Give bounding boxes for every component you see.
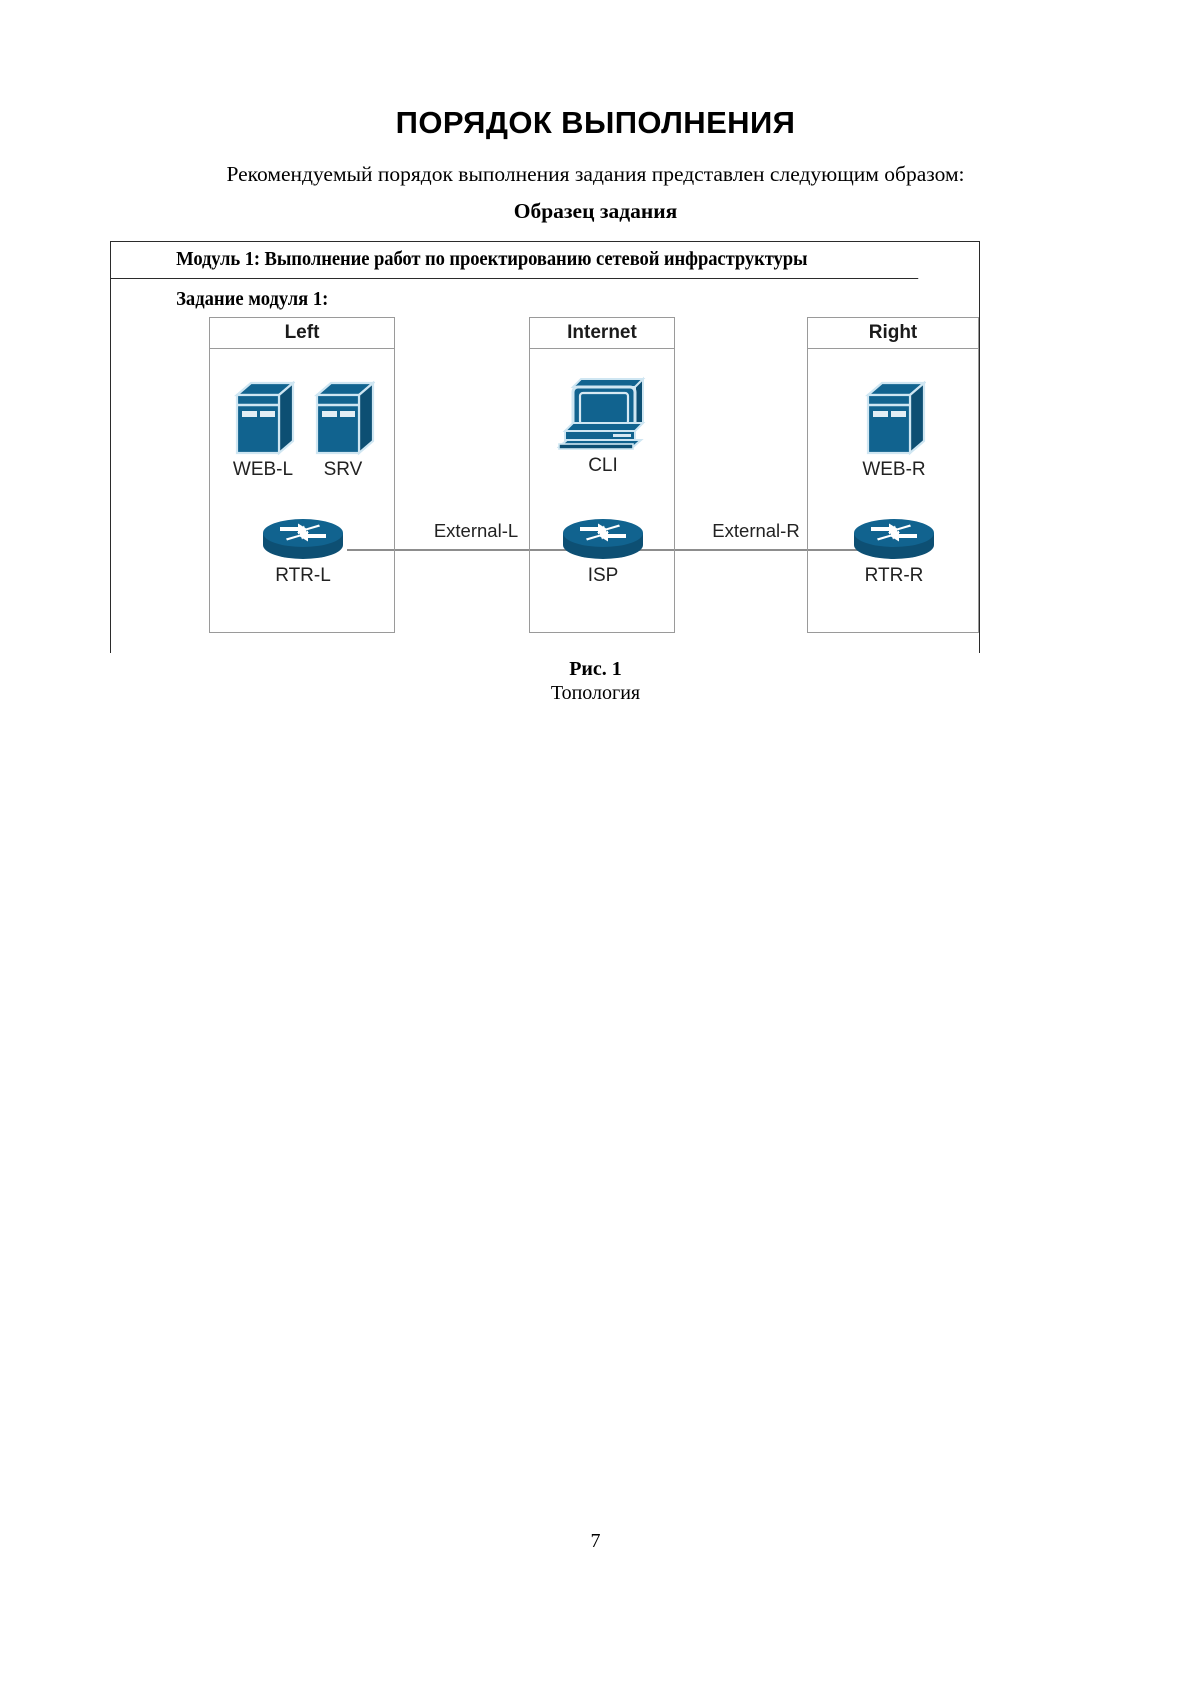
node-label-cli: CLI — [588, 455, 618, 476]
node-srv[interactable]: SRV — [293, 379, 393, 481]
zone-internet-body: CLI — [530, 349, 674, 633]
workstation-icon — [553, 375, 653, 453]
zone-internet-title: Internet — [530, 318, 674, 349]
link-label-external-l: External-L — [433, 520, 519, 541]
node-label-web-r: WEB-R — [862, 459, 926, 480]
node-isp[interactable]: ISP — [553, 509, 653, 587]
router-icon — [553, 509, 653, 563]
node-web-r[interactable]: WEB-R — [844, 379, 944, 481]
node-label-rtr-l: RTR-L — [275, 565, 331, 586]
node-rtr-r[interactable]: RTR-R — [844, 509, 944, 587]
node-label-srv: SRV — [323, 459, 363, 480]
page-number: 7 — [590, 1530, 601, 1552]
router-icon — [253, 509, 353, 563]
server-icon — [844, 379, 944, 457]
sample-task-heading: Образец задания — [513, 199, 678, 223]
zone-right-title: Right — [808, 318, 978, 349]
link-label-external-r: External-R — [712, 520, 800, 541]
node-rtr-l[interactable]: RTR-L — [253, 509, 353, 587]
module-table: Модуль 1: Выполнение работ по проектиров… — [110, 241, 980, 653]
link-line-external-r — [603, 549, 889, 551]
server-icon — [293, 379, 393, 457]
topology-diagram: External-L External-R Left — [111, 317, 979, 653]
module-table-header: Модуль 1: Выполнение работ по проектиров… — [111, 242, 919, 279]
node-cli[interactable]: CLI — [553, 375, 653, 477]
link-line-external-l — [347, 549, 603, 551]
zone-left-body: WEB-L S — [210, 349, 394, 633]
figure-number: Рис. 1 — [569, 658, 622, 680]
node-label-web-l: WEB-L — [232, 459, 294, 480]
intro-paragraph: Рекомендуемый порядок выполнения задания… — [226, 162, 965, 186]
zone-left-title: Left — [210, 318, 394, 349]
node-label-isp: ISP — [587, 565, 619, 586]
zone-right: Right WEB — [807, 317, 979, 633]
zone-right-body: WEB-R — [808, 349, 978, 633]
page-title: ПОРЯДОК ВЫПОЛНЕНИЯ — [395, 105, 796, 140]
module-task-label: Задание модуля 1: — [176, 288, 329, 310]
zone-left: Left — [209, 317, 395, 633]
zone-internet: Internet — [529, 317, 675, 633]
node-web-l[interactable]: WEB-L — [213, 379, 313, 481]
figure-subtitle: Топология — [550, 682, 641, 704]
router-icon — [844, 509, 944, 563]
server-icon — [213, 379, 313, 457]
node-label-rtr-r: RTR-R — [864, 565, 924, 586]
